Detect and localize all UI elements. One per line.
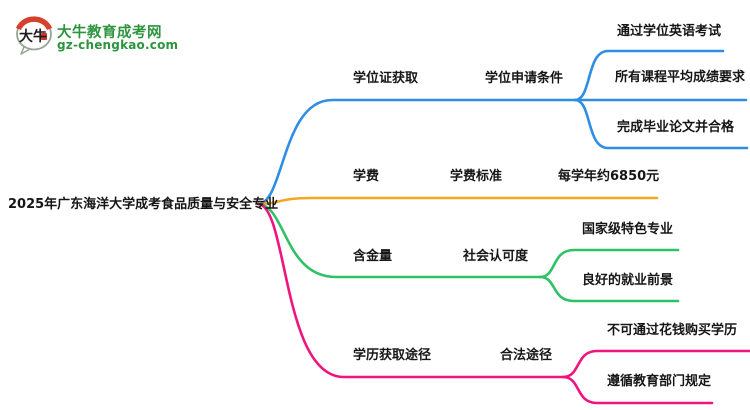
branch-path-leaf1-line <box>561 349 750 379</box>
branch-gold-level2: 社会认可度 <box>463 249 529 264</box>
leaf-pass-degree-english-exam: 通过学位英语考试 <box>617 24 722 39</box>
branch-degree-main-line <box>256 98 577 206</box>
branch-degree-leaf1-line <box>573 49 725 102</box>
branch-gold-main-line <box>256 202 542 279</box>
branch-degree-leaf3-line <box>573 98 749 150</box>
leaf-no-buying-diploma: 不可通过花钱购买学历 <box>607 323 738 338</box>
leaf-average-grade-requirement: 所有课程平均成绩要求 <box>615 70 746 85</box>
branch-degree-level2: 学位申请条件 <box>485 71 564 86</box>
logo-ideogram-text: 大牛 <box>19 28 47 45</box>
branch-tuition-level2: 学费标准 <box>450 169 503 184</box>
branch-path-leaf2-line <box>561 375 714 405</box>
branch-path-main-line <box>256 202 565 379</box>
root-topic: 2025年广东海洋大学成考食品质量与安全专业 <box>8 197 279 212</box>
branch-path-level1: 学历获取途径 <box>353 348 432 363</box>
branch-gold-level1: 含金量 <box>353 249 393 264</box>
leaf-tuition-per-year: 每学年约6850元 <box>558 169 660 184</box>
site-logo[interactable]: 大牛 大牛教育成考网 gz-chengkao.com <box>12 12 232 64</box>
leaf-thesis-qualified: 完成毕业论文并合格 <box>617 120 735 135</box>
logo-site-url: gz-chengkao.com <box>57 38 179 52</box>
leaf-national-specialty: 国家级特色专业 <box>582 222 674 237</box>
leaf-follow-education-rules: 遵循教育部门规定 <box>607 374 712 389</box>
branch-gold-leaf1-line <box>538 248 680 279</box>
leaf-good-job-prospects: 良好的就业前景 <box>582 273 674 288</box>
branch-tuition-level1: 学费 <box>353 169 380 184</box>
logo-site-name: 大牛教育成考网 <box>57 25 162 41</box>
branch-path-level2: 合法途径 <box>500 348 553 363</box>
branch-gold-leaf2-line <box>538 275 680 303</box>
ox-logo-icon: 大牛 <box>15 16 53 55</box>
branch-degree-level1: 学位证获取 <box>353 71 419 86</box>
branch-tuition-main-line <box>256 196 659 206</box>
